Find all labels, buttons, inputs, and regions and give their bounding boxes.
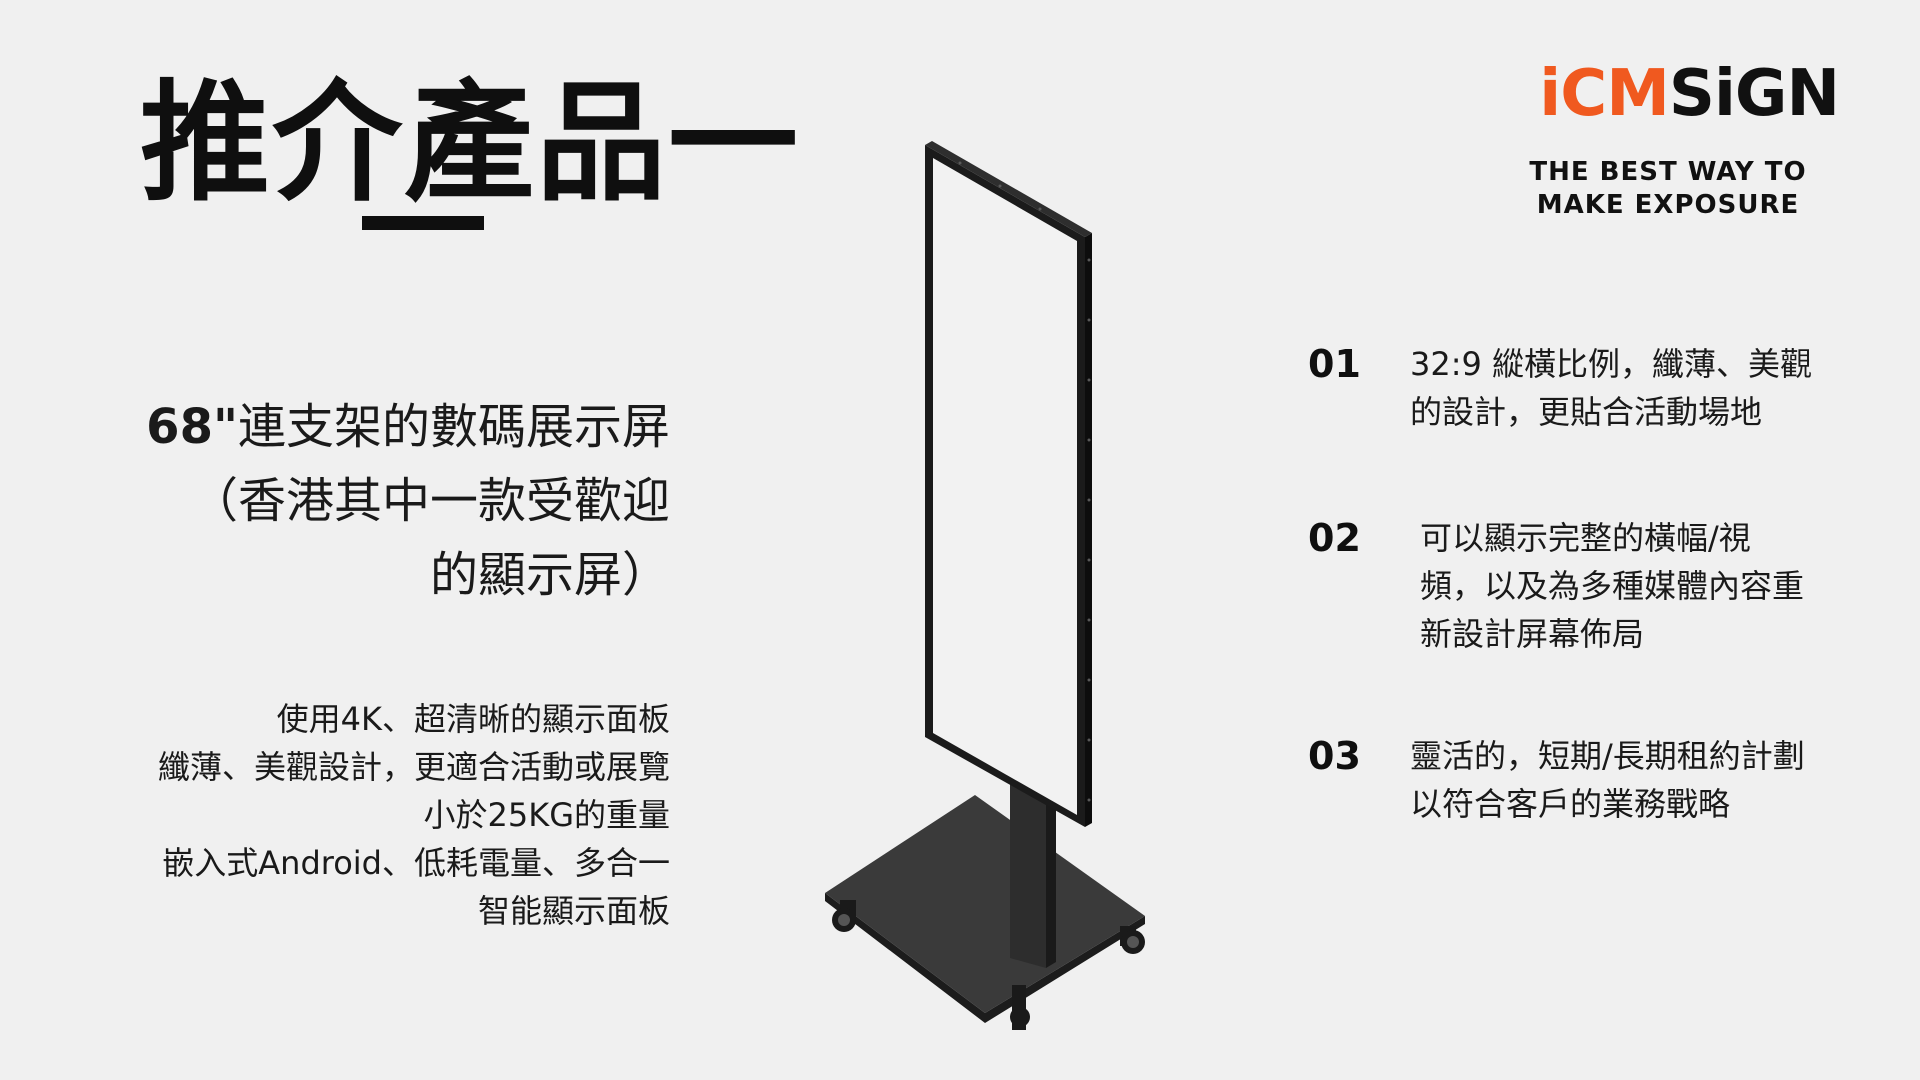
point-text: 32:9 縱橫比例，纖薄、美觀 的設計，更貼合活動場地 [1410,340,1870,436]
point-text: 可以顯示完整的橫幅/視 頻，以及為多種媒體內容重 新設計屏幕佈局 [1420,514,1880,658]
brand-tagline: THE BEST WAY TO MAKE EXPOSURE [1508,156,1828,222]
headline-size: 68" [146,399,238,455]
point-number: 02 [1308,516,1361,560]
headline-line-3: 的顯示屏） [429,547,670,603]
page-title: 推介產品一 [140,67,801,219]
screen-frame-top [925,141,1092,237]
point-text-line: 靈活的，短期/長期租約計劃 [1410,737,1805,775]
feature-item: 纖薄、美觀設計，更適合活動或展覽 [157,748,670,786]
caster-wheel [1120,926,1145,954]
point-text-line: 可以顯示完整的橫幅/視 [1420,519,1751,557]
stand-pole [1010,770,1046,968]
point-number: 01 [1308,342,1361,386]
point-text: 靈活的，短期/長期租約計劃 以符合客戶的業務戰略 [1410,732,1870,828]
base-top [825,795,1145,1013]
title-underline [362,216,484,230]
point-text-line: 以符合客戶的業務戰略 [1410,785,1731,823]
headline-line-1: 68"連支架的數碼展示屏 [30,390,670,464]
feature-item: 使用4K、超清晰的顯示面板 [276,700,670,738]
tagline-line-2: MAKE EXPOSURE [1536,190,1800,220]
point-number: 03 [1308,734,1361,778]
point-text-line: 32:9 縱橫比例，纖薄、美觀 [1410,345,1813,383]
feature-item: 小於25KG的重量 [423,796,670,834]
headline-line-2: （香港其中一款受歡迎 [189,473,670,529]
logo-text-dark: SiGN [1668,57,1840,131]
feature-item: 智能顯示面板 [477,892,670,930]
caster-wheel [832,900,856,932]
point-text-line: 頻，以及為多種媒體內容重 [1420,567,1805,605]
caster-wheel [1010,985,1030,1030]
headline-line-1-text: 連支架的數碼展示屏 [237,399,670,455]
display-stand-image [825,141,1145,1030]
stand-pole-side [1046,774,1056,968]
point-text-line: 的設計，更貼合活動場地 [1410,393,1763,431]
point-text-line: 新設計屏幕佈局 [1420,615,1645,653]
brand-logo: iCMSiGN [1539,62,1840,126]
product-headline: 68"連支架的數碼展示屏 （香港其中一款受歡迎 的顯示屏） [30,390,670,612]
screen-frame-side [1085,233,1092,827]
feature-item: 嵌入式Android、低耗電量、多合一 [162,844,670,882]
frame-holes [958,161,1091,802]
tagline-line-1: THE BEST WAY TO [1529,157,1807,187]
logo-text-orange: iCM [1539,57,1670,131]
base-edge [825,893,1145,1023]
screen-panel [933,158,1077,815]
feature-list: 使用4K、超清晰的顯示面板 纖薄、美觀設計，更適合活動或展覽 小於25KG的重量… [30,695,670,935]
